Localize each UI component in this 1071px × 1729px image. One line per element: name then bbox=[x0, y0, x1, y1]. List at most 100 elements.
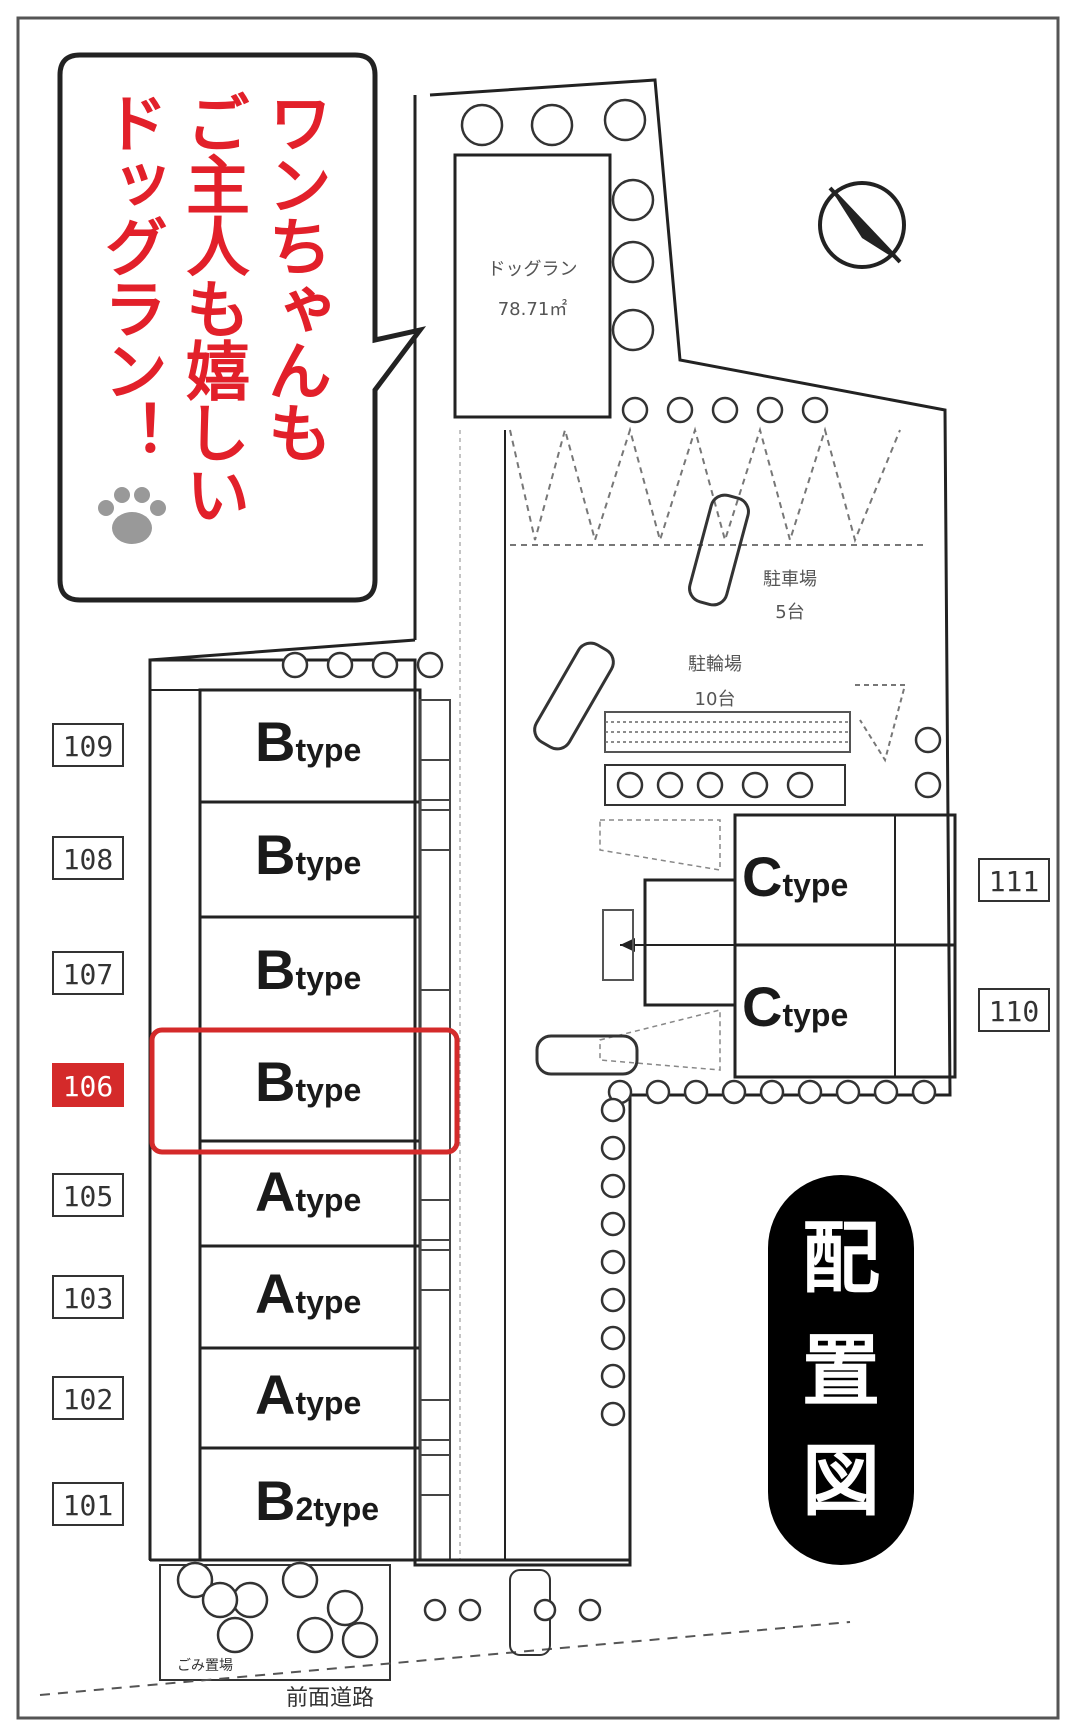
bush-icon bbox=[371, 651, 399, 679]
unit-number: 102 bbox=[52, 1376, 124, 1420]
bush-icon bbox=[666, 396, 694, 424]
unit-number: 105 bbox=[52, 1173, 124, 1217]
bush-icon bbox=[721, 1079, 747, 1105]
bush-icon bbox=[611, 178, 655, 222]
unit-type-suffix: type bbox=[782, 867, 849, 903]
unit-type-suffix: 2type bbox=[295, 1491, 380, 1527]
unit-type-letter: A bbox=[255, 1363, 296, 1426]
unit-type-suffix: type bbox=[295, 732, 362, 768]
bush-icon bbox=[600, 1325, 626, 1351]
unit-type-suffix: type bbox=[295, 1072, 362, 1108]
bush-icon bbox=[460, 103, 504, 147]
road-label: 前面道路 bbox=[285, 1686, 374, 1711]
bush-icon bbox=[873, 1079, 899, 1105]
unit-type-label: B2type bbox=[255, 1468, 379, 1533]
bush-icon bbox=[711, 396, 739, 424]
unit-number: 110 bbox=[978, 988, 1050, 1032]
bush-icon bbox=[914, 726, 942, 754]
bush-icon bbox=[683, 1079, 709, 1105]
bush-icon bbox=[656, 771, 684, 799]
unit-type-label: Btype bbox=[255, 1049, 361, 1114]
unit-number: 106 bbox=[52, 1063, 124, 1107]
unit-type-letter: A bbox=[255, 1262, 296, 1325]
unit-type-letter: B bbox=[255, 1469, 296, 1532]
bush-icon bbox=[281, 651, 309, 679]
unit-type-letter: B bbox=[255, 1050, 296, 1113]
unit-number: 108 bbox=[52, 836, 124, 880]
trash-label: ごみ置場 bbox=[177, 1658, 233, 1674]
unit-type-suffix: type bbox=[295, 960, 362, 996]
bush-icon bbox=[645, 1079, 671, 1105]
bush-icon bbox=[530, 103, 574, 147]
bush-icon bbox=[759, 1079, 785, 1105]
unit-type-label: Ctype bbox=[742, 844, 848, 909]
bush-icon bbox=[216, 1616, 254, 1654]
bush-icon bbox=[621, 396, 649, 424]
callout-line-1: ワンちゃんも bbox=[257, 90, 331, 462]
paw-icon bbox=[98, 487, 166, 544]
bush-icon bbox=[786, 771, 814, 799]
unit-type-label: Atype bbox=[255, 1362, 361, 1427]
unit-type-label: Btype bbox=[255, 709, 361, 774]
bush-icon bbox=[281, 1561, 319, 1599]
unit-type-letter: B bbox=[255, 938, 296, 1001]
bush-icon bbox=[176, 1561, 214, 1599]
bush-icon bbox=[600, 1173, 626, 1199]
callout-line-2: ご主人も嬉しい bbox=[175, 90, 249, 524]
bush-icon bbox=[600, 1249, 626, 1275]
bush-icon bbox=[611, 240, 655, 284]
bush-icon bbox=[533, 1598, 557, 1622]
dog-run-label: ドッグラン bbox=[487, 259, 578, 280]
bush-icon bbox=[600, 1097, 626, 1123]
bicycle-count: 10台 bbox=[694, 689, 736, 710]
unit-number: 107 bbox=[52, 951, 124, 995]
unit-type-letter: C bbox=[742, 975, 783, 1038]
bush-icon bbox=[914, 771, 942, 799]
bush-icon bbox=[416, 651, 444, 679]
bush-icon bbox=[616, 771, 644, 799]
unit-type-suffix: type bbox=[295, 1385, 362, 1421]
unit-number: 111 bbox=[978, 858, 1050, 902]
bicycle-label: 駐輪場 bbox=[688, 654, 742, 675]
bush-icon bbox=[835, 1079, 861, 1105]
unit-type-label: Btype bbox=[255, 822, 361, 887]
parking-count: 5台 bbox=[775, 602, 805, 623]
unit-type-suffix: type bbox=[295, 845, 362, 881]
bush-icon bbox=[326, 1589, 364, 1627]
bush-icon bbox=[797, 1079, 823, 1105]
layout-badge: 配 置 図 bbox=[768, 1175, 914, 1565]
bush-icon bbox=[911, 1079, 937, 1105]
bush-icon bbox=[326, 651, 354, 679]
callout-line-3: ドッグラン！ bbox=[93, 90, 167, 462]
layout-badge-char: 図 bbox=[801, 1437, 880, 1527]
bush-icon bbox=[423, 1598, 447, 1622]
unit-number: 101 bbox=[52, 1482, 124, 1526]
unit-number: 103 bbox=[52, 1275, 124, 1319]
bush-icon bbox=[756, 396, 784, 424]
bush-icon bbox=[341, 1621, 379, 1659]
bush-icon bbox=[600, 1135, 626, 1161]
bush-icon bbox=[741, 771, 769, 799]
bush-icon bbox=[611, 308, 655, 352]
bush-icon bbox=[600, 1287, 626, 1313]
parking-label: 駐車場 bbox=[763, 569, 817, 590]
unit-type-label: Atype bbox=[255, 1159, 361, 1224]
unit-type-letter: B bbox=[255, 823, 296, 886]
bush-icon bbox=[600, 1401, 626, 1427]
bush-icon bbox=[458, 1598, 482, 1622]
unit-type-label: Atype bbox=[255, 1261, 361, 1326]
unit-number: 109 bbox=[52, 723, 124, 767]
layout-badge-char: 配 bbox=[801, 1214, 880, 1304]
unit-type-label: Ctype bbox=[742, 974, 848, 1039]
unit-type-letter: C bbox=[742, 845, 783, 908]
bush-icon bbox=[600, 1363, 626, 1389]
bush-icon bbox=[201, 1581, 239, 1619]
unit-type-label: Btype bbox=[255, 937, 361, 1002]
unit-type-suffix: type bbox=[295, 1284, 362, 1320]
layout-badge-char: 置 bbox=[801, 1327, 880, 1417]
bush-icon bbox=[696, 771, 724, 799]
unit-type-letter: A bbox=[255, 1160, 296, 1223]
unit-type-letter: B bbox=[255, 710, 296, 773]
